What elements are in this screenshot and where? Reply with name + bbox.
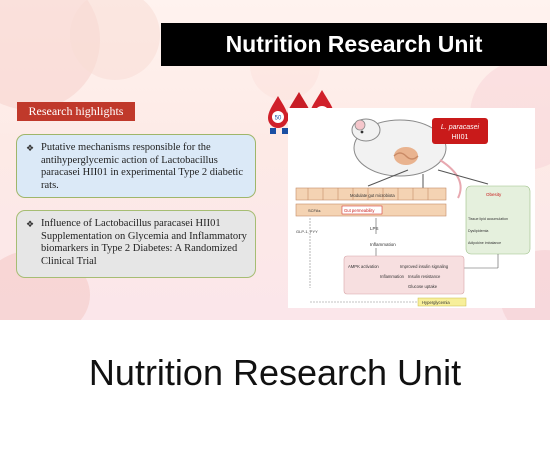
highlight-card[interactable]: ❖ Influence of Lactobacillus paracasei H… [16,210,256,278]
gut-wall [295,187,447,201]
insulin-pathway-box [343,255,465,295]
gut-microbiota-label: Modulate gut microbiota [350,193,395,198]
rat-illustration [351,118,462,199]
blood-drop-mascot: 50 [268,96,288,128]
highlight-text: Putative mechanisms responsible for the … [41,142,243,191]
hyperglycemia-box [417,297,467,307]
mechanism-diagram: L. paracasei HII01 Modulate gut microbio… [288,108,535,308]
dyslipidemia-label: Dyslipidemia [468,229,488,233]
gut-permeability-label: Gut permeability [344,208,375,213]
inflammation-label: Inflammation [370,242,396,247]
glucose-uptake-label: Glucose uptake [408,284,438,289]
probiotic-name: L. paracasei [441,124,480,131]
hero-banner: Nutrition Research Unit 50 250 180 Resea… [0,0,550,320]
research-highlights-tag: Research highlights [17,102,135,121]
scfas-label: SCFAs [308,208,320,213]
hyperglycemia-label: Hyperglycemia [422,300,450,305]
obesity-label: Obesity [486,192,502,197]
diamond-bullet-icon: ❖ [26,143,35,153]
highlight-text: Influence of Lactobacillus paracasei HII… [41,218,247,267]
insulin-signaling-label: Improved insulin signaling [400,264,449,269]
insulin-resistance-label: Insulin resistance [408,274,441,279]
page-title: Nutrition Research Unit [161,23,547,66]
inflammation-label: Inflammation [380,274,405,279]
lps-label: LPS [370,226,379,231]
probiotic-strain: HII01 [452,134,469,141]
glucose-reading-label: 50 [275,116,282,122]
probiotic-badge [432,118,488,144]
diamond-bullet-icon: ❖ [26,219,35,229]
tissue-lipid-label: Tissue lipid accumulation [468,217,508,221]
decor-blob [70,0,160,80]
glp-label: GLP-1, PYY [296,229,318,234]
adipokine-label: Adipokine imbalance [468,241,501,245]
highlight-card[interactable]: ❖ Putative mechanisms responsible for th… [16,134,256,198]
footer-title: Nutrition Research Unit [88,352,462,393]
ampk-label: AMPK activation [348,264,379,269]
